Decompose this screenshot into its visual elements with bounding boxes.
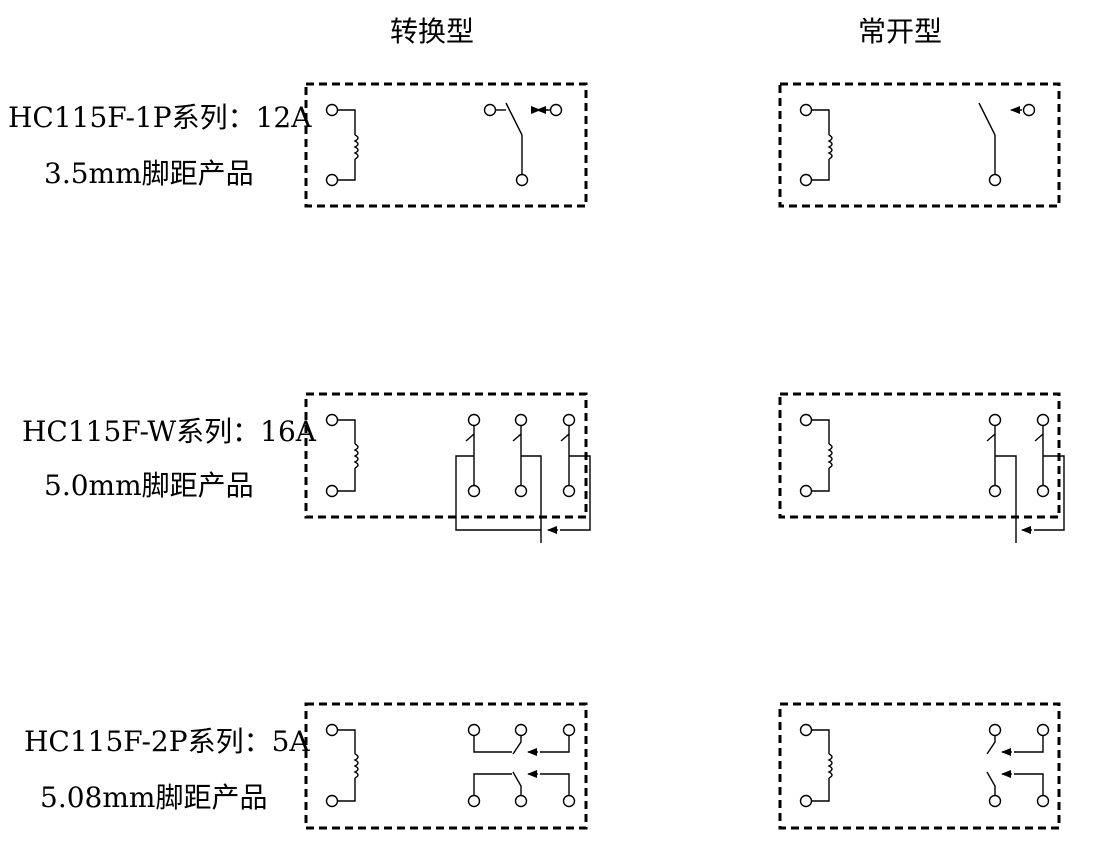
coil-symbol (799, 413, 833, 498)
switch-contacts (467, 723, 576, 808)
relay-1p-changeover (304, 82, 588, 208)
row-2-title: HC115F-W系列：16A (22, 415, 317, 448)
header-normally-open: 常开型 (858, 15, 943, 48)
relay-2p-normally-open (778, 702, 1061, 830)
switch-contacts (455, 413, 591, 543)
relay-w-changeover (304, 392, 591, 543)
relay-frame (304, 702, 588, 830)
coil-symbol (325, 413, 359, 498)
relay-frame (304, 82, 588, 208)
switch-contacts (986, 723, 1050, 808)
relay-1p-normally-open (778, 82, 1061, 208)
coil-symbol (325, 103, 359, 187)
relay-frame (778, 82, 1061, 208)
coil-symbol (325, 723, 359, 808)
coil-symbol (799, 723, 833, 808)
relay-frame (778, 392, 1061, 519)
header-changeover: 转换型 (390, 15, 475, 48)
relay-frame (778, 702, 1061, 830)
relay-2p-changeover (304, 702, 588, 830)
row-1-title: HC115F-1P系列：12A (8, 101, 312, 134)
row-1-subtitle: 3.5mm脚距产品 (44, 157, 254, 190)
relay-frame (304, 392, 588, 519)
row-3-title: HC115F-2P系列：5A (24, 725, 310, 758)
switch-contacts (986, 413, 1065, 543)
relay-w-normally-open (778, 392, 1065, 543)
coil-symbol (799, 103, 833, 187)
row-3-subtitle: 5.08mm脚距产品 (40, 781, 268, 814)
no-contact (978, 102, 1036, 187)
row-2-subtitle: 5.0mm脚距产品 (44, 469, 254, 502)
changeover-contact (483, 102, 563, 187)
